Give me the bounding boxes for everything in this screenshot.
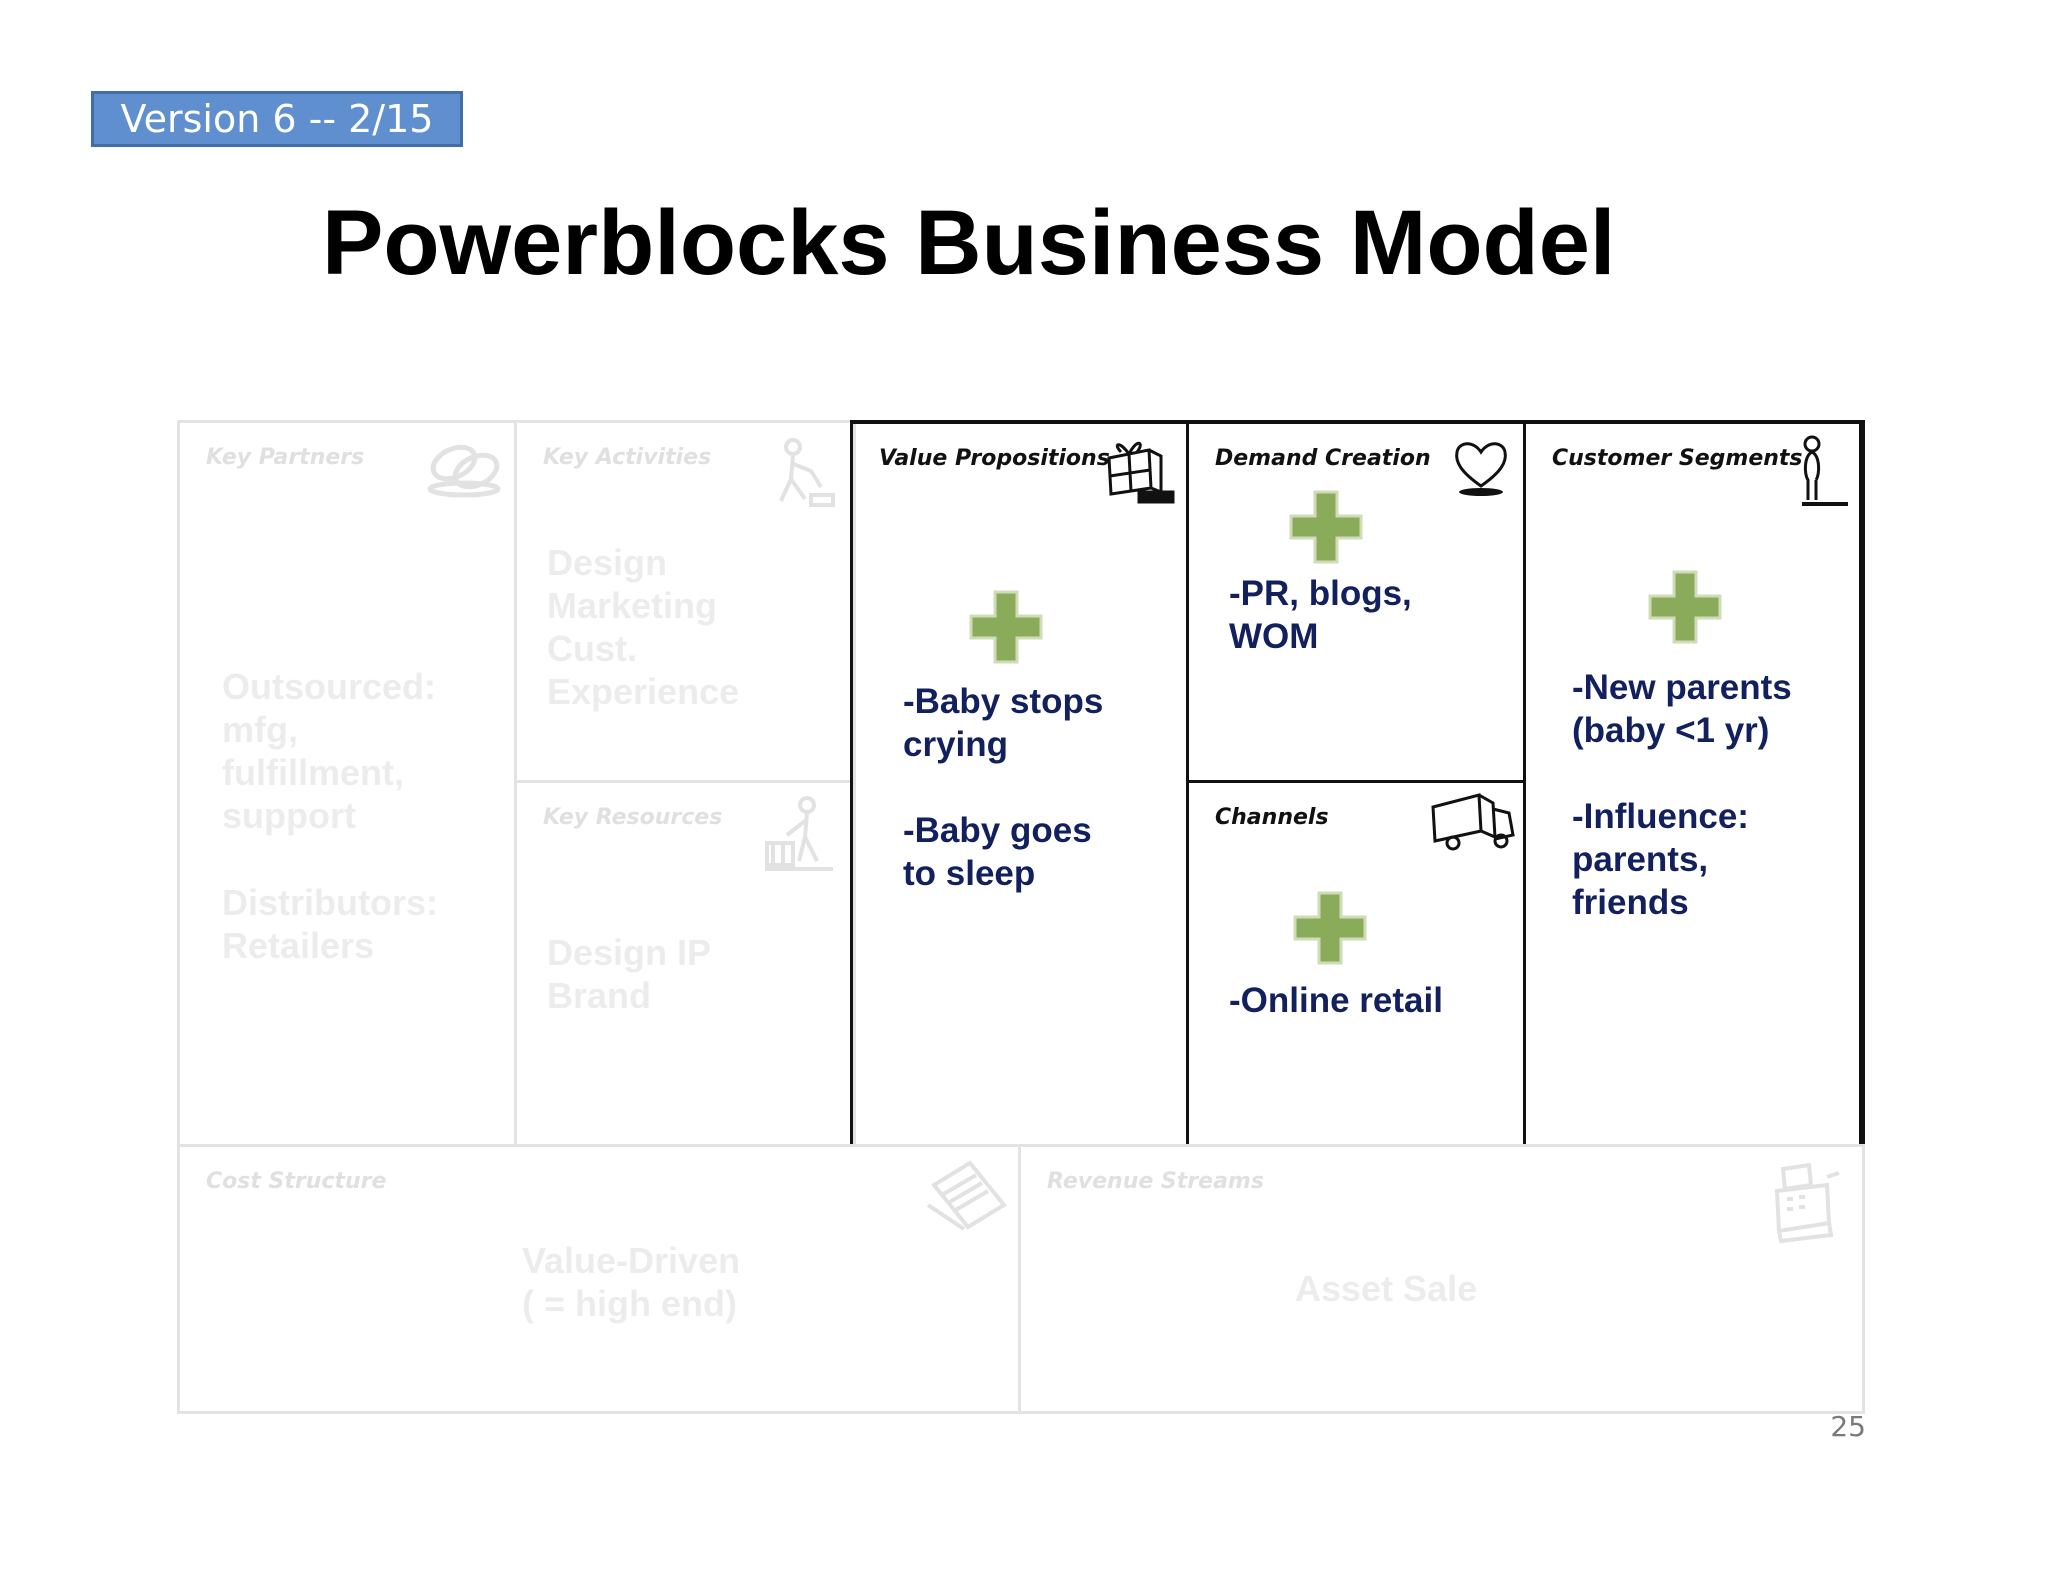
slide-title: Powerblocks Business Model [322, 192, 1616, 294]
cash-register-icon [1774, 1162, 1840, 1244]
customer-segments-line: (baby <1 yr) [1572, 711, 1770, 750]
customer-segments-block: Customer Segments -New parents (baby <1 … [1523, 420, 1865, 1147]
customer-segments-line: friends [1572, 883, 1689, 922]
worker-icon [779, 438, 835, 507]
key-partners-title: Key Partners [206, 445, 365, 470]
key-partners-block: Key Partners Outsourced: mfg, fulfillmen… [177, 420, 517, 1147]
value-propositions-title: Value Propositions [879, 446, 1110, 471]
chain-link-icon [427, 444, 501, 498]
plus-icon [1293, 891, 1367, 965]
heart-icon [1455, 442, 1507, 496]
business-model-canvas: Key Partners Outsourced: mfg, fulfillmen… [177, 420, 1865, 1414]
value-propositions-line: -Baby stops [903, 682, 1104, 721]
plus-icon [969, 590, 1043, 664]
demand-creation-line: WOM [1229, 617, 1319, 656]
revenue-streams-line: Asset Sale [1295, 1268, 1478, 1309]
page-number: 25 [1830, 1410, 1866, 1443]
cost-structure-line: ( = high end) [522, 1283, 737, 1324]
version-badge: Version 6 -- 2/15 [91, 91, 463, 147]
price-tags-icon [926, 1160, 1007, 1231]
truck-icon [1431, 793, 1515, 851]
key-resources-title: Key Resources [543, 805, 723, 830]
value-propositions-line: crying [903, 725, 1009, 764]
plus-icon [1648, 570, 1722, 644]
cost-structure-line: Value-Driven [522, 1240, 741, 1281]
key-partners-line: fulfillment, [222, 752, 404, 793]
key-resources-line: Design IP [547, 932, 712, 973]
revenue-streams-block: Revenue Streams Asset Sale [1018, 1144, 1865, 1414]
key-activities-line: Marketing [547, 585, 718, 626]
key-partners-line: Distributors: [222, 882, 438, 923]
worker-with-blocks-icon [765, 796, 833, 871]
revenue-streams-title: Revenue Streams [1047, 1169, 1264, 1194]
cost-structure-block: Cost Structure Value-Driven ( = high end… [177, 1144, 1021, 1414]
person-icon [1802, 435, 1848, 506]
value-propositions-line: to sleep [903, 854, 1036, 893]
key-partners-line: Retailers [222, 925, 375, 966]
demand-creation-title: Demand Creation [1215, 446, 1431, 471]
value-propositions-line: -Baby goes [903, 811, 1092, 850]
channels-block: Channels -Online retail [1186, 780, 1526, 1147]
key-activities-line: Design [547, 542, 668, 583]
customer-segments-title: Customer Segments [1552, 446, 1803, 471]
key-resources-block: Key Resources Design IP Brand [514, 780, 856, 1147]
value-propositions-block: Value Propositions -Baby stops crying -B… [850, 420, 1189, 1147]
demand-creation-line: -PR, blogs, [1229, 574, 1412, 613]
customer-segments-line: parents, [1572, 840, 1709, 879]
key-activities-line: Cust. [547, 628, 637, 669]
cost-structure-title: Cost Structure [206, 1169, 387, 1194]
key-resources-line: Brand [547, 975, 652, 1016]
key-partners-line: Outsourced: [222, 666, 437, 707]
key-partners-line: support [222, 795, 356, 836]
key-partners-line: mfg, [222, 709, 298, 750]
channels-line: -Online retail [1229, 981, 1443, 1020]
key-activities-line: Experience [547, 671, 740, 712]
plus-icon [1289, 490, 1363, 564]
key-activities-block: Key Activities Design Marketing Cust. Ex… [514, 420, 856, 783]
demand-creation-block: Demand Creation -PR, blogs, WOM [1186, 420, 1526, 783]
gift-icon [1107, 441, 1175, 504]
channels-title: Channels [1215, 805, 1329, 830]
customer-segments-line: -Influence: [1572, 797, 1749, 836]
customer-segments-line: -New parents [1572, 668, 1792, 707]
key-activities-title: Key Activities [543, 445, 712, 470]
